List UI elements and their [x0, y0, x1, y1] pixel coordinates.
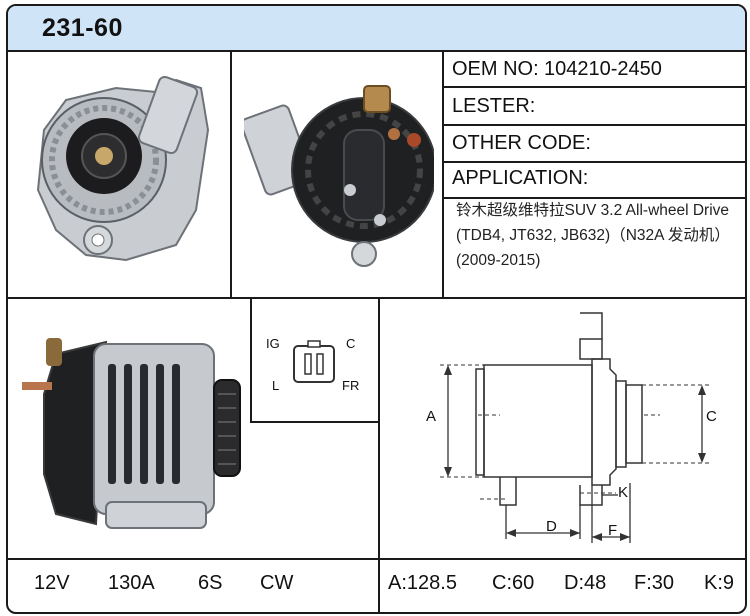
dimension-drawing [440, 312, 710, 543]
other-code-row: OTHER CODE: [444, 126, 745, 163]
dim-c-label: C [706, 408, 717, 425]
oem-label: OEM NO: [452, 58, 539, 80]
lester-label: LESTER: [452, 95, 536, 117]
spec-dim-k: K:9 [704, 572, 735, 594]
spec-voltage: 12V [34, 572, 70, 594]
oem-value: 104210-2450 [544, 58, 662, 80]
spec-dim-f: F:30 [634, 572, 675, 594]
spec-amperage: 130A [108, 572, 155, 594]
spec-dim-a: A:128.5 [388, 572, 457, 594]
part-number-title: 231-60 [42, 14, 123, 42]
spec-pulley: 6S [198, 572, 223, 594]
connector-box [250, 297, 380, 423]
application-label: APPLICATION: [452, 167, 589, 189]
dim-a-label: A [426, 408, 437, 425]
divider-h-mid [8, 297, 745, 299]
product-sheet: 231-60 OEM NO: 104210-2450 LESTER: OTHER… [6, 4, 747, 614]
connector-plug-icon [293, 340, 335, 383]
dim-f-label: F [608, 522, 618, 539]
alternator-front-photo [36, 75, 210, 262]
connector-ig-label: IG [266, 336, 280, 351]
header-bar: 231-60 [8, 6, 745, 52]
dim-k-label: K [618, 484, 629, 501]
other-code-label: OTHER CODE: [452, 132, 591, 154]
connector-fr-label: FR [342, 378, 360, 393]
oem-row: OEM NO: 104210-2450 [444, 50, 745, 88]
connector-l-label: L [272, 378, 280, 393]
divider-h-specs [8, 558, 745, 560]
alternator-rear-photo [244, 85, 434, 267]
divider-v2 [442, 50, 444, 298]
application-text: 铃木超级维特拉SUV 3.2 All-wheel Drive (TDB4, JT… [456, 202, 730, 269]
application-row: APPLICATION: [444, 163, 745, 199]
spec-rotation: CW [260, 572, 294, 594]
divider-v1 [230, 50, 232, 298]
divider-v3 [378, 297, 380, 612]
lester-row: LESTER: [444, 88, 745, 126]
dim-d-label: D [546, 518, 557, 535]
connector-c-label: C [346, 336, 356, 351]
spec-dim-c: C:60 [492, 572, 535, 594]
spec-dim-d: D:48 [564, 572, 607, 594]
alternator-side-photo [22, 338, 241, 529]
